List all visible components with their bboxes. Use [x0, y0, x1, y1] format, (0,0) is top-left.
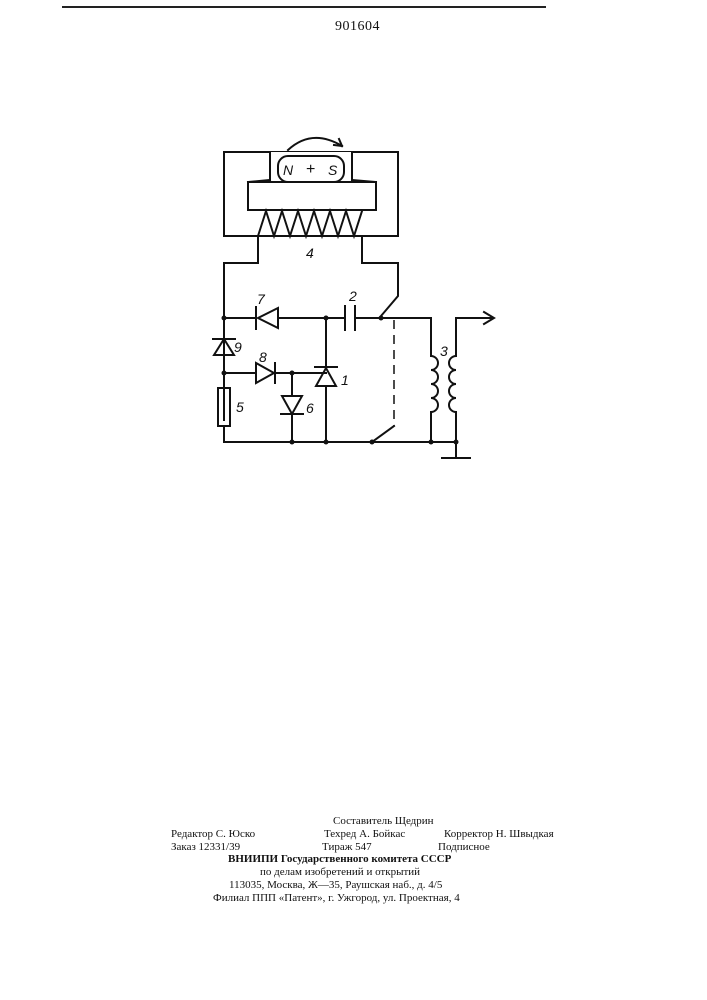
- label-4: 4: [306, 245, 314, 261]
- label-1: 1: [341, 372, 349, 388]
- order-line: Заказ 12331/39: [171, 841, 240, 853]
- label-2: 2: [348, 288, 357, 304]
- winding-coil: [258, 211, 362, 236]
- transformer-primary: [431, 356, 438, 412]
- compiler-line: Составитель Щедрин: [333, 815, 434, 827]
- magnet-pole-shoe: [248, 182, 376, 210]
- label-7: 7: [257, 291, 266, 307]
- label-6: 6: [306, 400, 314, 416]
- circulation-line: Тираж 547: [322, 841, 372, 853]
- label-5: 5: [236, 399, 244, 415]
- transformer-secondary: [449, 356, 456, 412]
- editor-line: Редактор С. Юско: [171, 828, 255, 840]
- subscription-line: Подписное: [438, 841, 490, 853]
- diode-8: [256, 363, 274, 383]
- magnet-label-s: S: [328, 162, 338, 178]
- vniipi-line: ВНИИПИ Государственного комитета СССР: [228, 853, 451, 865]
- rotation-arrow: [288, 138, 342, 150]
- output-lead: [456, 318, 492, 356]
- switch-bottom: [372, 426, 394, 442]
- diode-6: [282, 396, 302, 414]
- magnet-label-plus: +: [306, 161, 315, 178]
- label-8: 8: [259, 349, 267, 365]
- address-line: 113035, Москва, Ж—35, Раушская наб., д. …: [229, 879, 442, 891]
- magnet-label-n: N: [283, 162, 294, 178]
- corrector-line: Корректор Н. Швыдкая: [444, 828, 554, 840]
- label-9: 9: [234, 339, 242, 355]
- branch-line: Филиал ППП «Патент», г. Ужгород, ул. Про…: [213, 892, 460, 904]
- diode-7: [258, 308, 278, 328]
- label-3: 3: [440, 343, 448, 359]
- winding-lead-right: [362, 236, 398, 316]
- thyristor-1: [316, 368, 336, 386]
- affairs-line: по делам изобретений и открытий: [260, 866, 420, 878]
- techred-line: Техред А. Бойкас: [324, 828, 405, 840]
